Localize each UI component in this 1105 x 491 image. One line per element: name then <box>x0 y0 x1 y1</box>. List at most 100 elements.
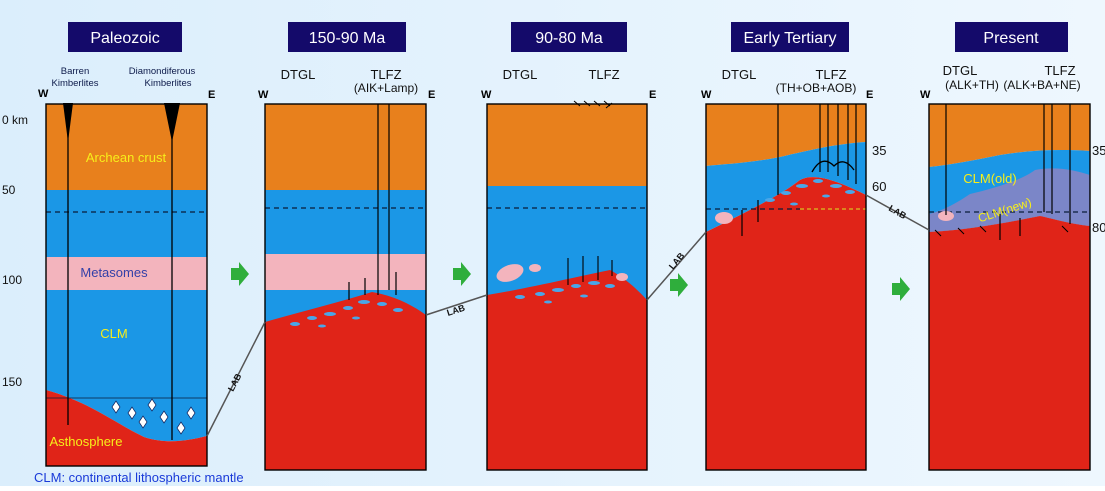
asthenosphere-layer <box>46 390 207 466</box>
footnote: CLM: continental lithospheric mantle <box>34 470 244 485</box>
depth-tick: 150 <box>2 375 22 389</box>
panel-title-box <box>731 22 849 52</box>
clm-old-label: CLM(old) <box>963 171 1016 186</box>
magma-conduits <box>741 104 857 236</box>
panel-title-box <box>288 22 406 52</box>
depth-mark: 60 <box>872 179 886 194</box>
magma-conduits <box>567 256 613 285</box>
metasome-blob <box>938 211 954 221</box>
west-marker: W <box>481 89 492 101</box>
right-label-line-2: Kimberlites <box>145 78 192 89</box>
panel-title: Early Tertiary <box>743 30 836 47</box>
dtgl-label: DTGL <box>503 67 538 82</box>
panel-title-box <box>955 22 1068 52</box>
right-label-line-1: TLFZ <box>815 67 846 82</box>
panel-title: Paleozoic <box>90 30 159 47</box>
root-ticks <box>934 225 1069 237</box>
east-marker: E <box>866 89 873 101</box>
panel-early-tertiary: Early Tertiary DTGL TLFZ (TH+OB+AOB) W E… <box>701 22 886 471</box>
panel-90-80-ma: 90-80 Ma DTGL TLFZ W E <box>481 22 656 471</box>
west-marker: W <box>258 89 269 101</box>
east-marker: E <box>649 89 656 101</box>
west-marker: W <box>920 89 931 101</box>
clm-layer <box>46 190 207 442</box>
pipe-cone <box>63 103 73 142</box>
metasomes-label: Metasomes <box>80 265 148 280</box>
depth-tick: 100 <box>2 273 22 287</box>
left-label-line-1: Barren <box>61 66 90 77</box>
green-arrow-icon <box>892 277 910 301</box>
metasomes-layer <box>265 254 426 290</box>
panel-title: 90-80 Ma <box>535 30 603 47</box>
left-label-line-2: (ALK+TH) <box>945 78 999 92</box>
depth-mark: 80 <box>1092 220 1105 235</box>
asthenosphere-layer <box>265 292 426 470</box>
magma-conduits <box>945 104 1071 240</box>
pipe-cone <box>164 103 180 142</box>
panel-title-box <box>68 22 182 52</box>
depth-tick: 50 <box>2 183 16 197</box>
melt-pocket <box>811 160 855 173</box>
melt-blobs <box>765 179 855 206</box>
panel-present: Present DTGL (ALK+TH) TLFZ (ALK+BA+NE) W… <box>920 22 1105 471</box>
metasome-blob <box>715 212 733 224</box>
dtgl-label: DTGL <box>722 67 757 82</box>
melt-blobs <box>515 281 615 304</box>
archean-crust-layer <box>487 104 647 186</box>
depth-mark: 35 <box>1092 143 1105 158</box>
right-label-line-2: (AIK+Lamp) <box>354 81 418 95</box>
panel-frame <box>705 103 867 471</box>
asthenosphere-layer <box>487 270 647 470</box>
archean-crust-layer <box>706 104 866 166</box>
right-label-line-1: TLFZ <box>1044 63 1075 78</box>
panel-frame <box>264 103 427 471</box>
panel-title-box <box>511 22 627 52</box>
depth-tick: 0 km <box>2 113 28 127</box>
lab-segment <box>865 194 930 231</box>
clm-label: CLM <box>100 326 127 341</box>
panel-frame <box>486 103 648 471</box>
depth-mark: 35 <box>872 143 886 158</box>
dtgl-label: DTGL <box>281 67 316 82</box>
panel-title: Present <box>983 30 1039 47</box>
panel-frame <box>45 103 208 467</box>
left-label-line-2: Kimberlites <box>52 78 99 89</box>
diamond-symbols <box>111 398 196 435</box>
panel-paleozoic: Paleozoic Barren Kimberlites Diamondifer… <box>38 22 215 467</box>
green-arrow-icon <box>231 262 249 286</box>
archean-crust-layer <box>265 104 426 190</box>
archean-crust-layer <box>929 104 1090 167</box>
lab-segment <box>425 294 488 316</box>
panel-150-90-ma: 150-90 Ma DTGL TLFZ (AIK+Lamp) W E <box>258 22 435 471</box>
melt-blobs <box>290 300 403 328</box>
west-marker: W <box>38 88 49 100</box>
east-marker: E <box>208 89 215 101</box>
metasome-blob <box>496 264 524 282</box>
asthosphere-label: Asthosphere <box>50 434 123 449</box>
archean-crust-label: Archean crust <box>86 150 167 165</box>
tlfz-label: TLFZ <box>588 67 619 82</box>
metasome-blob <box>616 273 628 281</box>
clm-new-layer <box>929 168 1090 232</box>
depth-axis: 0 km 50 100 150 <box>2 113 28 389</box>
lab-segment <box>206 321 266 437</box>
west-marker: W <box>701 89 712 101</box>
right-label-line-2: (ALK+BA+NE) <box>1003 78 1080 92</box>
panel-frame <box>928 103 1091 471</box>
green-arrow-icon <box>670 273 688 297</box>
green-arrow-icon <box>453 262 471 286</box>
asthenosphere-layer <box>706 177 866 470</box>
metasome-blob <box>529 264 541 272</box>
transition-arrows <box>231 262 910 301</box>
right-label-line-2: (TH+OB+AOB) <box>776 81 857 95</box>
asthenosphere-layer <box>929 216 1090 470</box>
left-label-line-1: DTGL <box>943 63 978 78</box>
metasomes-layer <box>46 257 207 290</box>
panel-title: 150-90 Ma <box>309 30 386 47</box>
right-label-line-1: TLFZ <box>370 67 401 82</box>
archean-crust-layer <box>46 104 207 190</box>
magma-conduits <box>348 104 397 300</box>
lab-segment <box>646 231 707 301</box>
